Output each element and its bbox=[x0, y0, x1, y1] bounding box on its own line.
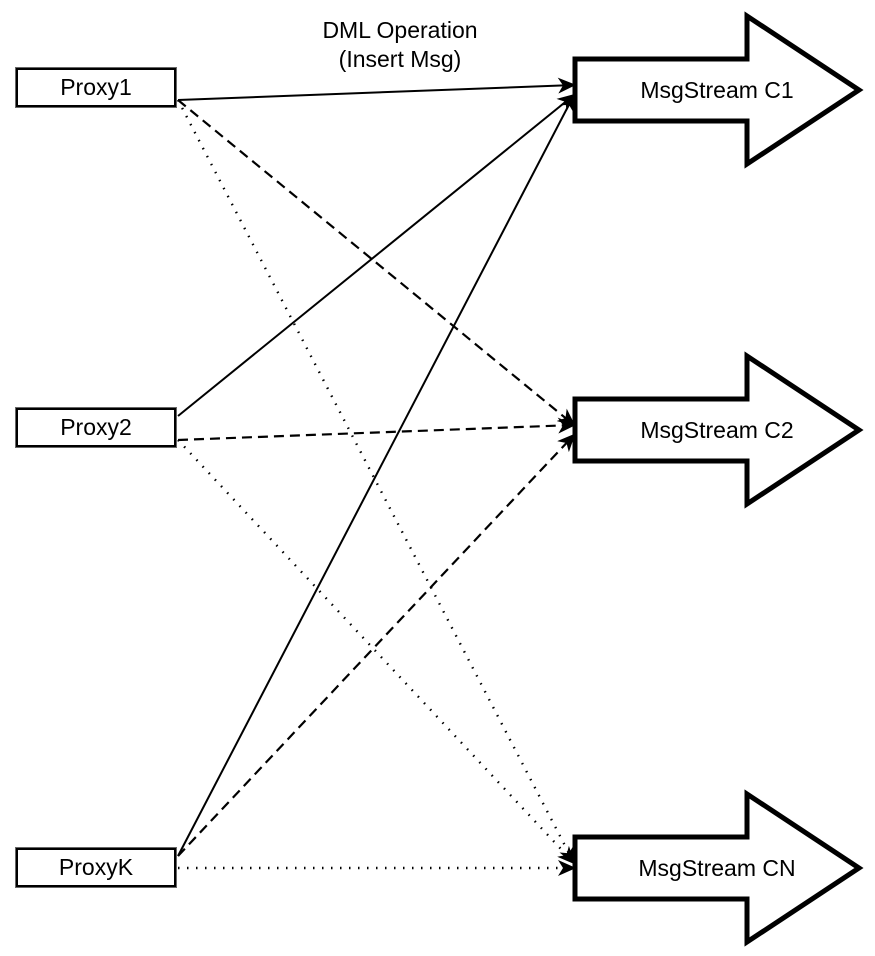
msgstream-c1-label: MsgStream C1 bbox=[640, 77, 793, 103]
connector-proxyk-to-c2-dashed bbox=[177, 433, 576, 857]
msgstream-cn-arrow-shape bbox=[572, 789, 864, 947]
proxy2-node: Proxy2 bbox=[16, 408, 176, 447]
diagram-title: DML Operation (Insert Msg) bbox=[250, 16, 550, 74]
connector-proxy1-to-cn-dotted bbox=[176, 99, 576, 865]
msgstream-c1-node: MsgStream C1 bbox=[572, 11, 864, 169]
proxy2-label: Proxy2 bbox=[60, 414, 132, 440]
msgstream-c2-arrow-shape bbox=[572, 351, 864, 509]
msgstream-cn-node: MsgStream CN bbox=[572, 789, 864, 947]
connector-proxyk-to-c1-solid bbox=[177, 93, 575, 857]
msgstream-cn-label: MsgStream CN bbox=[638, 855, 795, 881]
title-line-1: DML Operation bbox=[322, 17, 478, 43]
title-line-2: (Insert Msg) bbox=[338, 46, 462, 72]
proxyk-label: ProxyK bbox=[58, 854, 134, 880]
proxy1-node: Proxy1 bbox=[16, 68, 176, 107]
proxyk-node: ProxyK bbox=[16, 848, 176, 887]
connector-proxy1-to-c2-dashed bbox=[177, 99, 576, 427]
connector-proxy2-to-cn-dotted bbox=[177, 439, 576, 865]
msgstream-c2-node: MsgStream C2 bbox=[572, 351, 864, 509]
msgstream-c2-label: MsgStream C2 bbox=[640, 417, 793, 443]
connector-proxy2-to-c1-solid bbox=[177, 93, 576, 417]
proxy1-label: Proxy1 bbox=[60, 74, 132, 100]
connector-proxy2-to-c2-dashed bbox=[177, 417, 576, 442]
msgstream-c1-arrow-shape bbox=[572, 11, 864, 169]
connector-proxy1-to-c1-solid bbox=[177, 77, 576, 101]
